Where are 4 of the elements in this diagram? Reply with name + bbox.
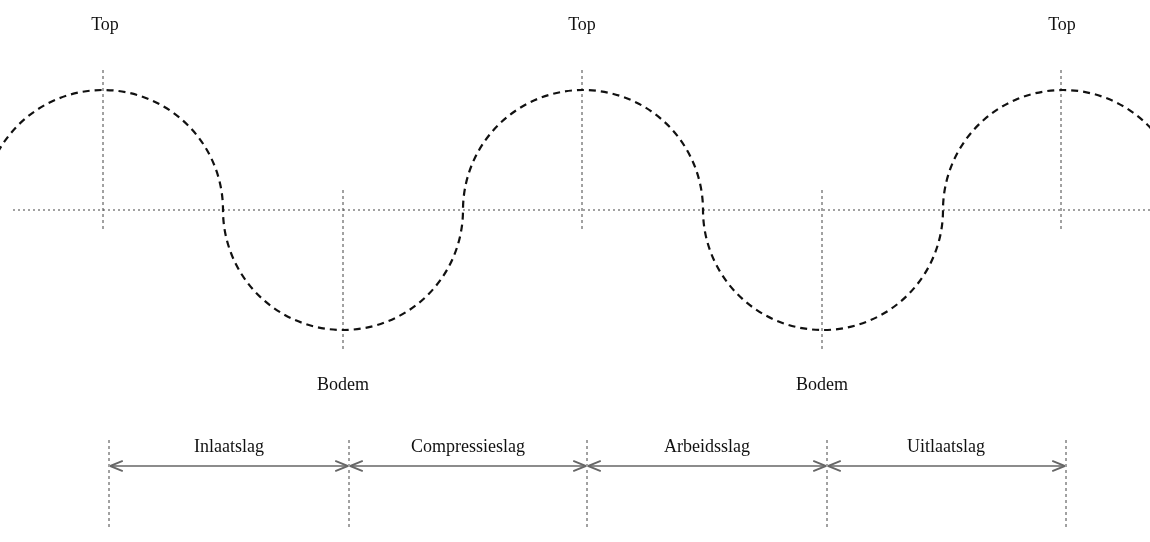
stroke-label: Compressieslag <box>408 436 528 457</box>
stroke-label: Arbeidsslag <box>661 436 753 457</box>
stroke-label: Inlaatslag <box>191 436 267 457</box>
stroke-label: Uitlaatslag <box>904 436 988 457</box>
